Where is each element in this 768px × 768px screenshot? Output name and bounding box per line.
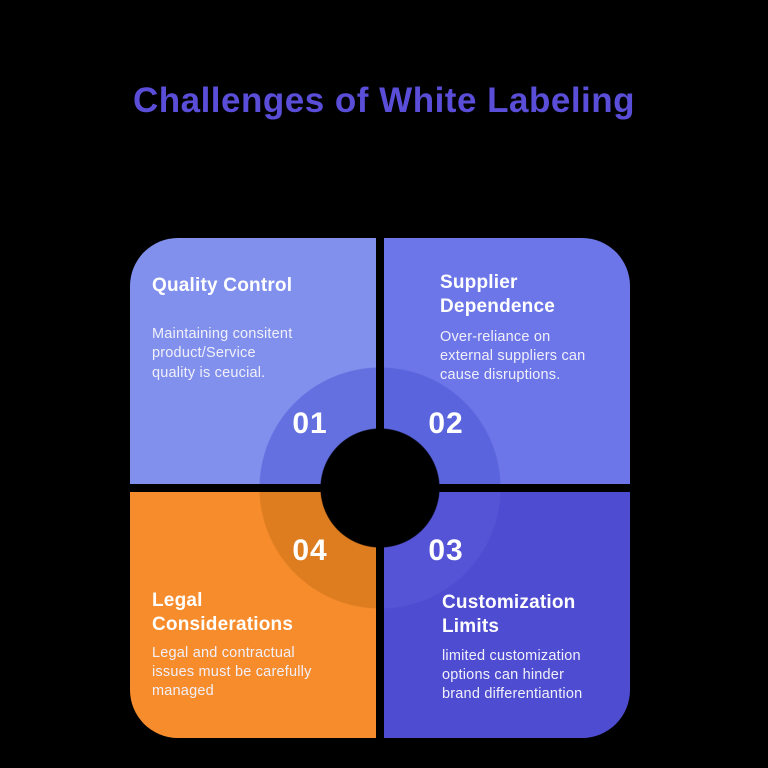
quadrant-heading: Quality Control [152,275,293,296]
quadrant-quality-control: Quality Control Maintaining consitent pr… [130,238,376,484]
quadrant-body: Over-reliance on external suppliers can … [440,328,586,384]
quadrant-legal-considerations: Legal Considerations Legal and contractu… [130,492,376,738]
quadrant-supplier-dependence: Supplier Dependence Over-reliance on ext… [384,238,630,484]
step-number-02: 02 [428,407,464,440]
quadrant-body: Legal and contractual issues must be car… [152,644,312,700]
step-number-04: 04 [292,534,328,567]
quadrant-customization-limits: Customization Limits limited customizati… [384,492,630,738]
quadrant-heading: Customization Limits [442,592,576,637]
page-title: Challenges of White Labeling [132,81,636,120]
quadrant-content: Supplier Dependence Over-reliance on ext… [440,271,616,386]
quadrant-grid: Quality Control Maintaining consitent pr… [130,238,630,738]
quadrant-body: limited customization options can hinder… [442,647,583,703]
quadrant-content: Customization Limits limited customizati… [442,591,616,705]
quadrant-content: Quality Control Maintaining consitent pr… [152,274,362,383]
quadrant-heading: Supplier Dependence [440,272,555,317]
quadrant-content: Legal Considerations Legal and contractu… [152,589,362,702]
step-number-01: 01 [292,407,328,440]
step-number-03: 03 [428,534,464,567]
quadrant-heading: Legal Considerations [152,590,294,635]
quadrant-body: Maintaining consitent product/Service qu… [152,325,293,381]
